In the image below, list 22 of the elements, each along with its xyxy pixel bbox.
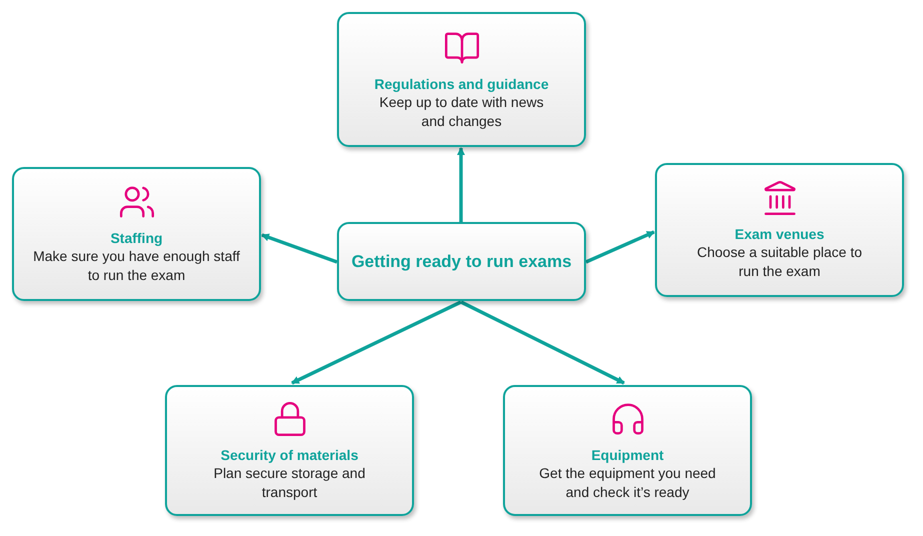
topic-description: Get the equipment you need and check it’s ready	[538, 464, 717, 502]
arrow	[585, 230, 655, 264]
central-topic-title: Getting ready to run exams	[351, 250, 572, 273]
topic-heading: Regulations and guidance	[374, 74, 549, 92]
topic-box	[655, 163, 904, 297]
arrow	[291, 300, 462, 385]
central-topic-box	[337, 222, 586, 301]
topic-box	[337, 12, 586, 147]
topic-heading: Security of materials	[220, 446, 358, 464]
topic-description: Keep up to date with news and changes	[378, 92, 545, 130]
topic-description: Choose a suitable place to run the exam	[696, 243, 863, 281]
arrow	[460, 300, 625, 385]
topic-box	[503, 385, 752, 516]
topic-heading: Exam venues	[734, 225, 824, 243]
topic-box	[12, 167, 261, 301]
arrow	[457, 147, 465, 222]
topic-heading: Staffing	[110, 229, 163, 247]
topic-box	[165, 385, 414, 516]
topic-description: Plan secure storage and transport	[212, 464, 366, 502]
topic-description: Make sure you have enough staff to run the exam	[32, 247, 241, 285]
arrow	[261, 233, 338, 264]
topic-heading: Equipment	[591, 446, 664, 464]
